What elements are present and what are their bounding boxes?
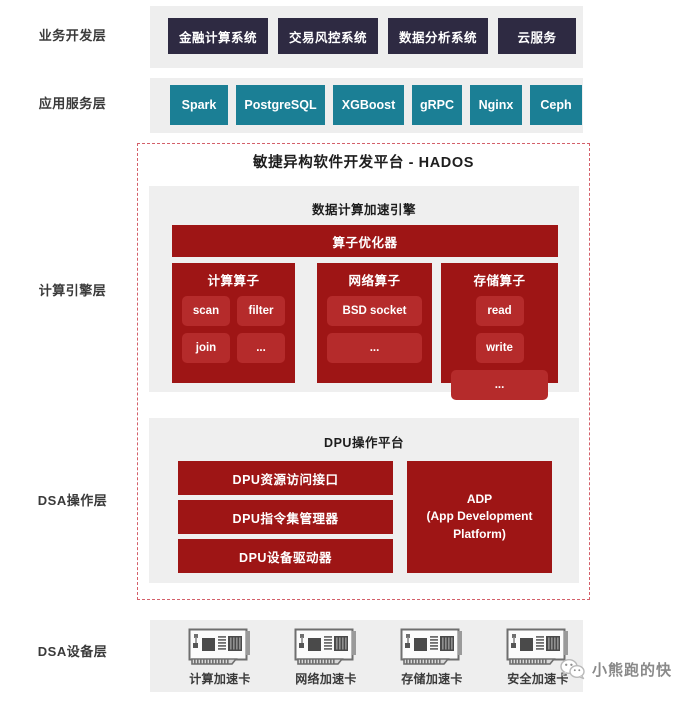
device-card-storage-label: 存储加速卡: [401, 672, 463, 686]
business-box-risk[interactable]: 交易风控系统: [278, 18, 378, 54]
adp-line-2: (App Development: [426, 509, 533, 524]
operator-chip-scan[interactable]: scan: [182, 296, 230, 326]
operator-group-compute[interactable]: 计算算子 scan filter join ...: [172, 263, 295, 383]
layer-label-dsa-device: DSA设备层: [37, 644, 108, 659]
app-box-xgboost[interactable]: XGBoost: [333, 85, 404, 125]
layer-label-dsa-operation: DSA操作层: [37, 493, 108, 508]
device-card-network[interactable]: 网络加速卡: [291, 628, 361, 687]
layer-label-application: 应用服务层: [38, 96, 107, 111]
app-box-postgresql[interactable]: PostgreSQL: [236, 85, 325, 125]
dpu-bar-device-driver[interactable]: DPU设备驱动器: [178, 539, 393, 573]
operator-chip-network-more[interactable]: ...: [327, 333, 422, 363]
app-box-grpc[interactable]: gRPC: [412, 85, 462, 125]
operator-chip-write[interactable]: write: [475, 333, 524, 363]
accelerator-card-icon: [188, 628, 250, 665]
adp-line-1: ADP: [466, 491, 493, 506]
business-box-analytics[interactable]: 数据分析系统: [388, 18, 488, 54]
application-layer-row: Spark PostgreSQL XGBoost gRPC Nginx Ceph: [170, 85, 582, 125]
dpu-bar-resource-interface[interactable]: DPU资源访问接口: [178, 461, 393, 495]
operator-group-network-chips: BSD socket ...: [317, 296, 432, 363]
business-layer-row: 金融计算系统 交易风控系统 数据分析系统 云服务: [168, 18, 576, 54]
data-compute-engine-title: 数据计算加速引擎: [311, 203, 416, 217]
hados-platform-title: 敏捷异构软件开发平台 - HADOS: [252, 155, 475, 171]
app-box-ceph[interactable]: Ceph: [530, 85, 582, 125]
adp-text-block: ADP (App Development Platform): [426, 491, 532, 543]
operator-chip-compute-more[interactable]: ...: [237, 333, 285, 363]
business-box-cloud[interactable]: 云服务: [498, 18, 576, 54]
operator-group-storage[interactable]: 存储算子 read write ...: [441, 263, 558, 400]
watermark-text: 小熊跑的快: [592, 661, 673, 679]
operator-chip-read[interactable]: read: [475, 296, 524, 326]
device-card-storage[interactable]: 存储加速卡: [397, 628, 467, 687]
operator-chip-filter[interactable]: filter: [237, 296, 285, 326]
app-box-spark[interactable]: Spark: [170, 85, 228, 125]
watermark: 小熊跑的快: [560, 658, 672, 680]
dpu-bar-instruction-manager[interactable]: DPU指令集管理器: [178, 500, 393, 534]
device-card-security-label: 安全加速卡: [507, 672, 569, 686]
app-box-nginx[interactable]: Nginx: [470, 85, 522, 125]
operator-group-network-title: 网络算子: [348, 274, 401, 288]
dpu-operation-title: DPU操作平台: [324, 436, 404, 450]
operator-chip-storage-more[interactable]: ...: [451, 370, 548, 400]
layer-label-compute-engine: 计算引擎层: [38, 283, 107, 298]
operator-group-compute-chips: scan filter join ...: [172, 296, 295, 363]
device-card-compute-label: 计算加速卡: [189, 672, 251, 686]
accelerator-card-icon: [400, 628, 462, 665]
business-box-finance[interactable]: 金融计算系统: [168, 18, 268, 54]
operator-group-storage-chips: read write ...: [441, 296, 558, 400]
operator-group-compute-title: 计算算子: [207, 274, 260, 288]
adp-box[interactable]: ADP (App Development Platform): [407, 461, 552, 573]
device-card-network-label: 网络加速卡: [295, 672, 357, 686]
device-card-compute[interactable]: 计算加速卡: [185, 628, 255, 687]
layer-label-business: 业务开发层: [38, 28, 107, 43]
operator-chip-join[interactable]: join: [182, 333, 230, 363]
accelerator-card-icon: [294, 628, 356, 665]
operator-optimizer-bar[interactable]: 算子优化器: [172, 225, 558, 257]
device-card-security[interactable]: 安全加速卡: [503, 628, 573, 687]
operator-group-network[interactable]: 网络算子 BSD socket ...: [317, 263, 432, 383]
operator-group-storage-title: 存储算子: [473, 274, 526, 288]
adp-line-3: Platform): [453, 526, 506, 541]
operator-chip-bsd-socket[interactable]: BSD socket: [327, 296, 422, 326]
accelerator-card-icon: [506, 628, 568, 665]
wechat-icon: [560, 658, 585, 680]
device-layer-row: 计算加速卡: [185, 628, 573, 687]
